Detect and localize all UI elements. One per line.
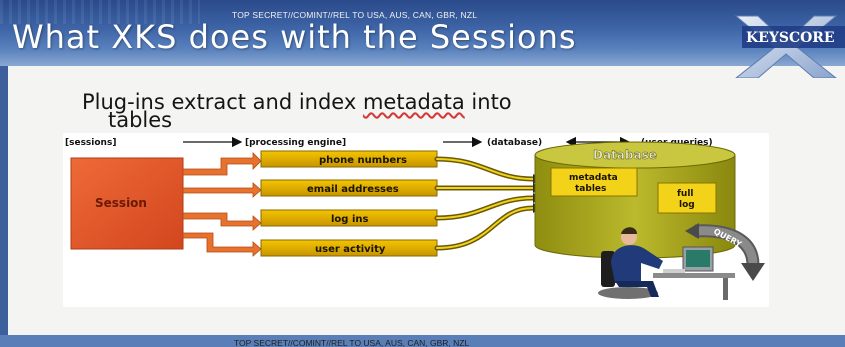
- session-label: Session: [95, 196, 147, 210]
- connector-1-hi: [436, 158, 534, 180]
- keyboard: [663, 269, 685, 273]
- slide-subtitle: Plug-ins extract and index metadata into…: [82, 90, 802, 132]
- connector-4-hi: [436, 207, 534, 249]
- metadata-label-1: metadata: [569, 173, 618, 183]
- query-arc-hi: [694, 226, 758, 266]
- xks-session-diagram: [sessions] [processing engine] (database…: [63, 133, 769, 307]
- subtitle-line-1: Plug-ins extract and index metadata into: [82, 90, 802, 114]
- chair-base: [598, 287, 658, 299]
- subtitle-suffix: into: [464, 90, 512, 114]
- query-back-arrowhead: [685, 223, 699, 239]
- desk: [653, 273, 735, 278]
- session-branch-arrows: [182, 152, 262, 257]
- connector-3-hi: [436, 197, 534, 219]
- user-at-computer-icon: [598, 227, 735, 300]
- user-legs: [615, 281, 659, 297]
- connector-4: [434, 205, 536, 251]
- database-cylinder: Database metadata tables full log: [534, 141, 736, 259]
- query-arrow: QUERY: [685, 223, 765, 281]
- metadata-tables-box: [550, 167, 638, 197]
- classification-banner-top: TOP SECRET//COMINT//REL TO USA, AUS, CAN…: [232, 10, 478, 20]
- database-title: Database: [593, 148, 657, 162]
- metadata-label-2: tables: [575, 184, 606, 194]
- full-log-box: [657, 182, 717, 214]
- subtitle-line-2: tables: [108, 108, 173, 132]
- full-log-label-2: log: [679, 200, 695, 210]
- left-accent-strip: [0, 66, 8, 347]
- header-texture: [0, 0, 200, 24]
- plugin-connectors: [434, 156, 536, 251]
- stage-label-processing: [processing engine]: [245, 138, 346, 148]
- plugin-label-log-ins: log ins: [331, 214, 368, 225]
- session-box: [70, 157, 184, 250]
- branch-arrow-3: [182, 212, 262, 231]
- stage-label-sessions: [sessions]: [65, 138, 116, 148]
- bottom-accent-strip: [0, 335, 845, 347]
- classification-banner-bottom: TOP SECRET//COMINT//REL TO USA, AUS, CAN…: [234, 338, 470, 347]
- slide-title: What XKS does with the Sessions: [12, 18, 577, 56]
- full-log-label-1: full: [677, 189, 694, 199]
- branch-arrow-4: [182, 232, 262, 257]
- branch-arrow-1: [182, 152, 262, 176]
- plugin-label-email-addresses: email addresses: [307, 184, 399, 195]
- plugin-boxes: phone numbers email addresses log ins us…: [260, 150, 438, 257]
- header-band: TOP SECRET//COMINT//REL TO USA, AUS, CAN…: [0, 0, 845, 66]
- plugin-label-user-activity: user activity: [315, 244, 386, 255]
- subtitle-prefix: Plug-ins extract and index: [82, 90, 363, 114]
- plugin-label-phone-numbers: phone numbers: [319, 155, 407, 166]
- branch-arrow-2: [182, 182, 262, 198]
- query-arrowhead: [741, 263, 765, 281]
- stage-label-database: (database): [487, 138, 542, 148]
- monitor-screen: [686, 250, 710, 267]
- user-body: [611, 245, 663, 283]
- desk-leg: [723, 278, 728, 300]
- subtitle-metadata-word: metadata: [362, 90, 465, 114]
- logo-text: KEYSCORE: [746, 30, 835, 46]
- user-hair: [621, 227, 637, 234]
- keyscore-logo: KEYSCORE: [728, 12, 845, 79]
